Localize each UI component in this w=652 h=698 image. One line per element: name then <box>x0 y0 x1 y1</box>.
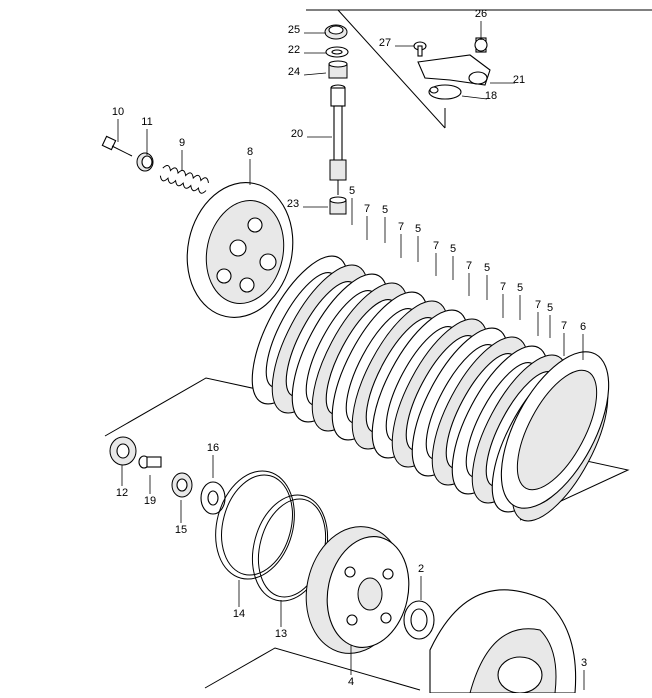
callout-number-27: 27 <box>379 37 391 49</box>
callout-number-22: 22 <box>288 44 300 56</box>
part-25-bearing <box>324 24 348 40</box>
callout-number-5: 5 <box>382 204 388 216</box>
callout-number-9: 9 <box>179 137 185 149</box>
part-9-clutch-spring <box>159 164 209 194</box>
part-4-clutch-sleeve-hub <box>305 526 410 654</box>
callout-number-5: 5 <box>450 243 456 255</box>
leader-line-24 <box>303 72 327 76</box>
part-15-washer <box>171 472 193 498</box>
callout-number-15: 15 <box>175 524 187 536</box>
part-2-thrust-washer <box>403 600 435 640</box>
callout-number-21: 21 <box>513 74 525 86</box>
leader-line-18 <box>461 95 488 100</box>
part-11-seat <box>136 152 154 172</box>
callout-number-26: 26 <box>475 8 487 20</box>
callout-number-4: 4 <box>348 676 354 688</box>
callout-number-7: 7 <box>466 260 472 272</box>
callout-number-6: 6 <box>580 321 586 333</box>
callout-number-24: 24 <box>288 66 300 78</box>
callout-number-3: 3 <box>581 657 587 669</box>
callout-number-5: 5 <box>415 223 421 235</box>
part-14-spring-ring <box>215 470 295 580</box>
part-24-needle-bearing <box>328 60 348 79</box>
last-drive-plate-inner <box>516 369 598 491</box>
part-3-primary-driven-gear <box>429 589 577 694</box>
callout-number-7: 7 <box>398 221 404 233</box>
callout-number-5: 5 <box>349 185 355 197</box>
callout-number-2: 2 <box>418 563 424 575</box>
callout-number-13: 13 <box>275 628 287 640</box>
callout-number-5: 5 <box>484 262 490 274</box>
part-10-bolt <box>101 135 133 157</box>
callout-number-10: 10 <box>112 106 124 118</box>
callout-number-7: 7 <box>500 281 506 293</box>
callout-number-5: 5 <box>547 302 553 314</box>
release-arm-assembly <box>413 37 491 100</box>
part-23-bearing <box>329 196 347 215</box>
callout-number-7: 7 <box>535 299 541 311</box>
part-22-washer <box>325 46 349 58</box>
callout-number-8: 8 <box>247 146 253 158</box>
callout-number-11: 11 <box>141 116 152 128</box>
callout-number-7: 7 <box>433 240 439 252</box>
part-16-lock-washer <box>200 481 226 515</box>
part-8-pressure-plate <box>186 182 294 318</box>
callout-number-5: 5 <box>517 282 523 294</box>
callout-number-25: 25 <box>288 24 300 36</box>
part-12-bearing <box>109 436 137 466</box>
callout-number-14: 14 <box>233 608 245 620</box>
callout-number-23: 23 <box>287 198 299 210</box>
callout-number-19: 19 <box>144 495 156 507</box>
callout-number-12: 12 <box>116 487 128 499</box>
callout-number-7: 7 <box>364 203 370 215</box>
callout-number-7: 7 <box>561 320 567 332</box>
part-20-release-shaft <box>329 84 347 195</box>
callout-number-18: 18 <box>485 90 497 102</box>
callout-number-20: 20 <box>291 128 303 140</box>
part-19-pin <box>138 455 162 469</box>
clutch-plate-stack <box>251 255 610 522</box>
callout-number-16: 16 <box>207 442 219 454</box>
